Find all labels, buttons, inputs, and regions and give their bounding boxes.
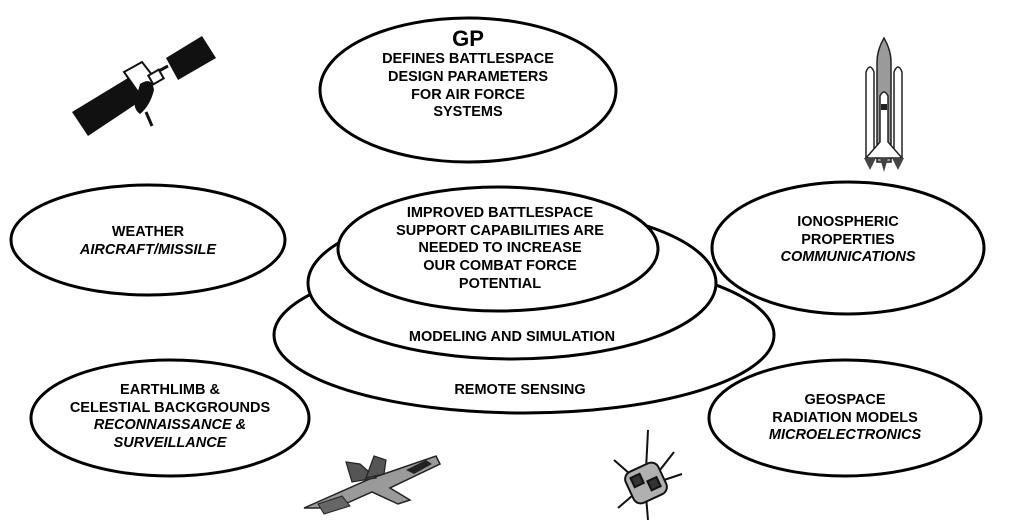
small-satellite-icon [613,429,683,521]
ionospheric-ellipse [710,180,986,316]
earthlimb-ellipse [29,358,311,478]
ionospheric-line-1: IONOSPHERIC [797,214,899,230]
space-shuttle-icon [864,36,904,172]
geospace-label: GEOSPACE RADIATION MODELS MICROELECTRONI… [735,392,955,445]
gp-line-4: SYSTEMS [433,104,503,121]
core-line-2: SUPPORT CAPABILITIES ARE [396,222,604,239]
core-line-4: OUR COMBAT FORCE [423,258,577,275]
weather-ellipse [9,183,287,297]
earthlimb-line-1: EARTHLIMB & [120,382,220,398]
geospace-line-1: GEOSPACE [804,392,886,408]
geospace-ellipse [707,358,983,478]
core-line-3: NEEDED TO INCREASE [418,240,582,257]
gp-title: GP [452,26,484,51]
geospace-application: MICROELECTRONICS [768,427,922,444]
weather-title: WEATHER [111,224,185,240]
earthlimb-label: EARTHLIMB & CELESTIAL BACKGROUNDS RECONN… [40,382,300,453]
core-line-1: IMPROVED BATTLESPACE [406,205,594,221]
weather-application: AIRCRAFT/MISSILE [79,241,217,258]
satellite-icon [72,36,216,136]
gp-ellipse [318,16,618,164]
ionospheric-application: COMMUNICATIONS [780,249,916,266]
geospace-line-2: RADIATION MODELS [772,409,918,426]
earthlimb-line-2: CELESTIAL BACKGROUNDS [69,399,271,416]
core-line-5: POTENTIAL [458,275,542,292]
earthlimb-application-1: RECONNAISSANCE & [93,417,247,434]
gp-line-2: DESIGN PARAMETERS [387,68,549,85]
remote-sensing-label: REMOTE SENSING [454,382,586,398]
gp-line-1: DEFINES BATTLESPACE [382,51,554,68]
core-ellipse [336,185,660,313]
gp-label: GP DEFINES BATTLESPACE DESIGN PARAMETERS… [338,26,598,122]
weather-label: WEATHER AIRCRAFT/MISSILE [48,224,248,259]
modeling-simulation-label: MODELING AND SIMULATION [408,329,616,345]
gp-line-3: FOR AIR FORCE [411,86,525,103]
earthlimb-application-2: SURVEILLANCE [113,435,227,452]
ionospheric-label: IONOSPHERIC PROPERTIES COMMUNICATIONS [748,214,948,267]
core-label: IMPROVED BATTLESPACE SUPPORT CAPABILITIE… [378,205,622,293]
ionospheric-line-2: PROPERTIES [801,231,895,248]
fighter-jet-icon [303,455,442,515]
